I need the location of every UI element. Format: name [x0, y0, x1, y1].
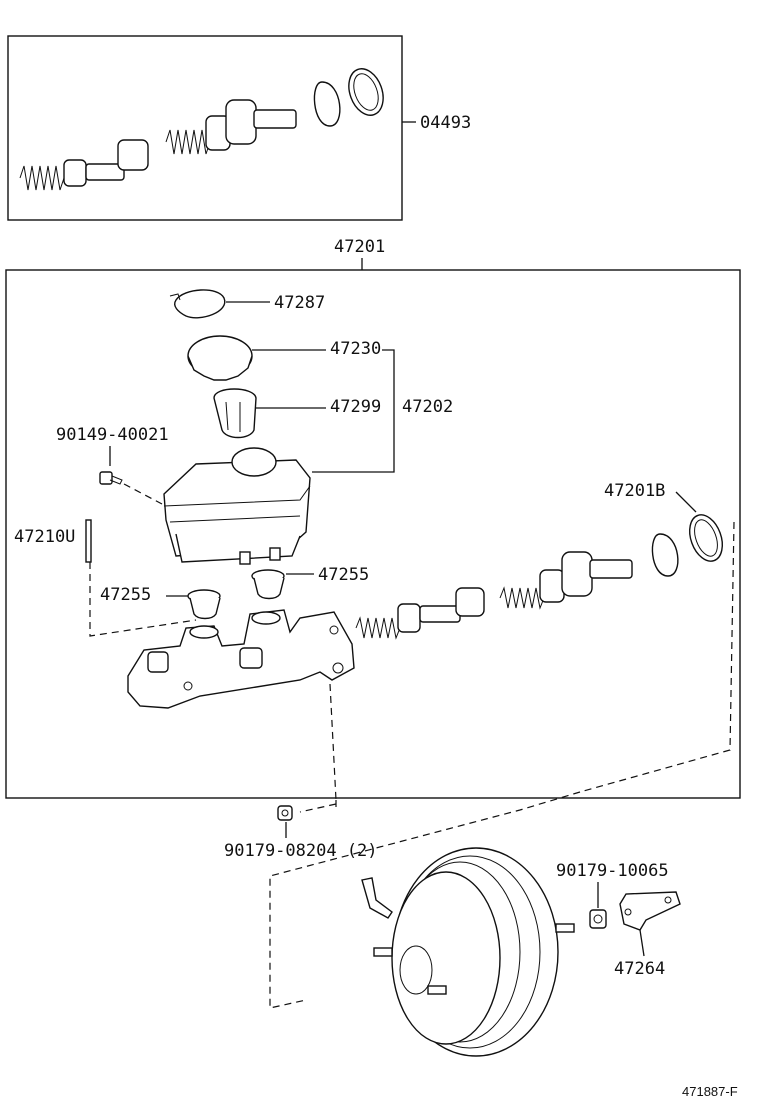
nut-booster	[589, 909, 607, 929]
kit-box	[7, 35, 403, 221]
strainer	[213, 388, 257, 439]
label-reservoir-sub-assy: 47202	[402, 397, 453, 417]
label-strainer: 47299	[330, 397, 381, 417]
label-bracket: 47264	[614, 959, 665, 979]
piston-secondary	[355, 587, 485, 640]
grommet-right	[251, 569, 285, 600]
kit-piston-2	[19, 139, 149, 191]
label-master-cylinder-assy: 47201	[334, 237, 385, 257]
piston-primary	[499, 551, 633, 610]
kit-cup-open	[313, 81, 341, 127]
label-cap-gasket: 47287	[274, 293, 325, 313]
label-nut-booster: 90179-10065	[556, 861, 669, 881]
bracket	[619, 891, 681, 931]
pin	[85, 519, 92, 563]
label-nut-mc: 90179-08204 (2)	[224, 841, 378, 861]
label-grommet-right: 47255	[318, 565, 369, 585]
nut-master-cylinder	[277, 805, 293, 821]
figure-id: 471887-F	[682, 1084, 738, 1099]
kit-o-ring	[348, 68, 384, 116]
cup-open	[651, 533, 679, 577]
master-cylinder-body	[127, 609, 355, 709]
grommet-left	[187, 589, 221, 620]
reservoir-screw	[99, 471, 123, 485]
label-pin: 47210U	[14, 527, 75, 547]
label-master-cylinder-body: 47201B	[604, 481, 665, 501]
reservoir-cap	[187, 335, 253, 381]
reservoir	[163, 447, 311, 565]
label-kit: 04493	[420, 113, 471, 133]
o-ring	[688, 514, 724, 562]
assembly-box	[5, 269, 741, 799]
label-reservoir-screw: 90149-40021	[56, 425, 169, 445]
kit-piston-1	[165, 99, 297, 155]
brake-booster	[361, 847, 575, 1057]
label-reservoir-cap: 47230	[330, 339, 381, 359]
cap-gasket	[169, 289, 226, 319]
label-grommet-left: 47255	[100, 585, 151, 605]
